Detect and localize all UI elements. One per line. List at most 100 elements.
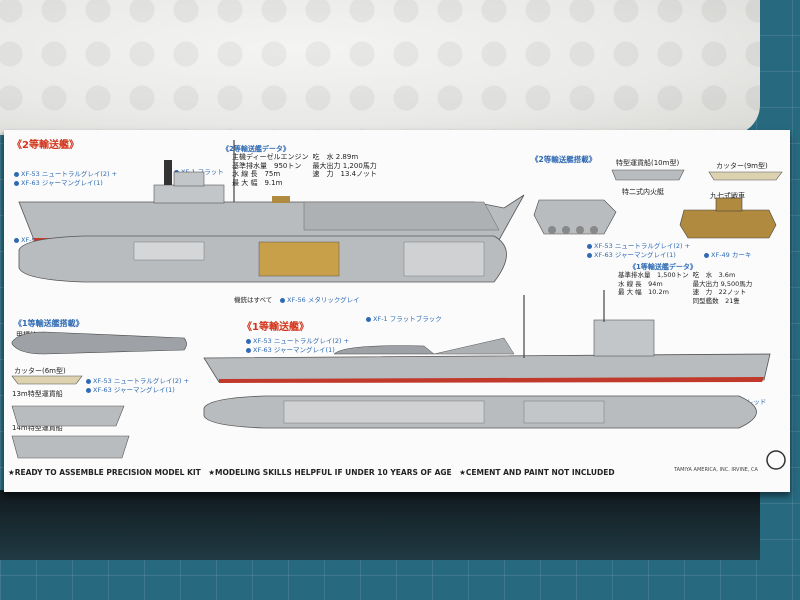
kit-box-panel: 《2等輸送艦》 《2等輸送艦データ》 主機ディーゼルエンジン吃 水 2.89m … [4,130,790,492]
track-wheel [548,226,556,234]
ramp-top-2 [403,241,485,277]
paint-label-khaki: XF-49 カーキ [704,249,751,259]
track-wheel [590,226,598,234]
paint-dot [366,316,371,322]
cutter-9m-drawing [708,171,783,181]
paint-label-1-hull-1: XF-53 ニュートラルグレイ(2) + [246,335,349,345]
tank-97-label: 九七式戦車 [710,192,745,200]
paint-text: XF-53 ニュートラルグレイ(2) + [253,337,350,345]
paint-text: XF-63 ジャーマングレイ(1) [93,386,175,394]
bottom-notice: ★READY TO ASSEMBLE PRECISION MODEL KIT ★… [8,468,615,477]
spec-cell: 吃 水 2.89m [312,153,359,161]
bridge-1 [593,319,655,357]
paint-text: XF-53 ニュートラルグレイ(2) + [594,242,691,250]
tank-ka-label: 特二式内火艇 [622,188,664,196]
funnel-2 [164,160,172,185]
midget-sub-drawing [11,331,187,355]
paint-label-top-left: XF-53 ニュートラルグレイ(2) + [14,168,117,178]
boat-10m-label: 特型運貨船(10m型) [616,159,680,167]
spec-cell: 主機ディーゼルエンジン [232,153,309,161]
type97-tank-drawing [679,209,777,239]
ramp-2 [303,201,500,231]
paint-text: XF-63 ジャーマングレイ(1) [253,346,335,354]
spec-cell: 基準排水量 950トン [232,161,302,170]
box-side [0,490,760,560]
spec-cell: 最 大 幅 10.2m [618,288,669,296]
paint-text: XF-63 ジャーマングレイ(1) [21,179,103,187]
title-1-class-transport: 《1等輸送艦》 [242,322,309,333]
boat-13m-label: 13m特型運貨船 [12,390,63,398]
paper-towel [0,0,760,135]
boat-13m-drawing [11,405,125,427]
boat-14m-label: 14m特型運貨船 [12,424,63,432]
paint-dot [86,378,91,384]
spec-cell: 水 線 長 75m [232,170,281,178]
track-wheel [576,226,584,234]
ship-2-side-view [18,140,525,243]
spec-cell: 同型艦数 21隻 [692,296,740,305]
midget-sub-on-deck [333,345,435,355]
paint-label-metallic: XF-56 メタリックグレイ [280,294,360,304]
carried-craft-1 [11,331,187,459]
spec-cell: 速 力 22ノット [692,288,747,296]
paint-dot [14,237,19,243]
spec-cell: 最 大 幅 9.1m [232,178,283,187]
data-header-2: 《2等輸送艦データ》 [222,145,290,153]
tank-bay-2 [258,241,340,277]
type97-turret [715,197,743,212]
paint-text: XF-56 メタリックグレイ [287,296,360,304]
data-header-1: 《1等輸送艦データ》 [629,263,697,271]
carried-title-2: 《2等輸送艦搭載》 [531,155,597,164]
boat-10m-drawing [611,169,685,181]
ship-1-side-view [203,290,771,383]
bridge-2 [153,184,225,204]
hull-side-1 [203,353,771,383]
tank-on-deck-2 [272,196,290,203]
paint-label-cutter-2: XF-63 ジャーマングレイ(1) [86,384,175,394]
rail-deck-1 [283,400,485,424]
title-2-class-transport: 《2等輸送艦》 [12,140,79,151]
carried-craft-2 [533,169,783,239]
paint-label-tank-1: XF-53 ニュートラルグレイ(2) + [587,240,690,250]
boat-9m-label: カッター(9m型) [716,162,768,170]
paint-text: XF-53 ニュートラルグレイ(2) + [93,377,190,385]
paint-dot [14,171,19,177]
track-wheel [562,226,570,234]
paint-dot [86,387,91,393]
paint-text: XF-63 ジャーマングレイ(1) [594,251,676,259]
spec-cell: 吃 水 3.6m [692,271,736,279]
paint-dot [587,252,592,258]
paint-dot [587,243,592,249]
spec-cell: 水 線 長 94m [618,279,663,288]
paint-text: XF-1 フラットブラック [373,315,442,323]
cutter-6m-drawing [11,375,83,385]
paint-dot [14,180,19,186]
spec-cell: 基準排水量 1,500トン [618,271,689,279]
spec-table-2: 主機ディーゼルエンジン吃 水 2.89m 基準排水量 950トン最大出力 1,2… [232,153,381,187]
bridge-top-2 [173,171,205,187]
paint-label-tank-2: XF-63 ジャーマングレイ(1) [587,249,676,259]
paint-label-cutter-1: XF-53 ニュートラルグレイ(2) + [86,375,189,385]
recycle-icon [766,450,786,470]
hull-waterline-1 [219,377,764,383]
carried-title-1: 《1等輸送艦搭載》 [14,319,84,328]
illustrations [11,140,786,470]
paint-dot [246,338,251,344]
ship-1-top-view [203,395,757,429]
amphibious-tank-drawing [533,199,617,235]
cutter-6m-label: カッター(6m型) [14,367,66,375]
paint-dot [280,297,285,303]
maker-credit: TAMIYA AMERICA, INC. IRVINE, CA [674,467,758,473]
stern-slope-1 [433,337,515,355]
paint-text: XF-53 ニュートラルグレイ(2) + [21,170,118,178]
superstructure-top-1 [523,400,605,424]
towel-texture [0,0,760,135]
deck-structure-2a [133,241,205,261]
paint-dot [704,252,709,258]
paint-label-top-left-2: XF-63 ジャーマングレイ(1) [14,177,103,187]
spec-cell: 速 力 13.4ノット [312,170,377,178]
boat-14m-drawing [11,435,130,459]
ship-2-top-view [18,235,507,283]
paint-label-flat-black-center: XF-1 フラットブラック [366,313,442,323]
